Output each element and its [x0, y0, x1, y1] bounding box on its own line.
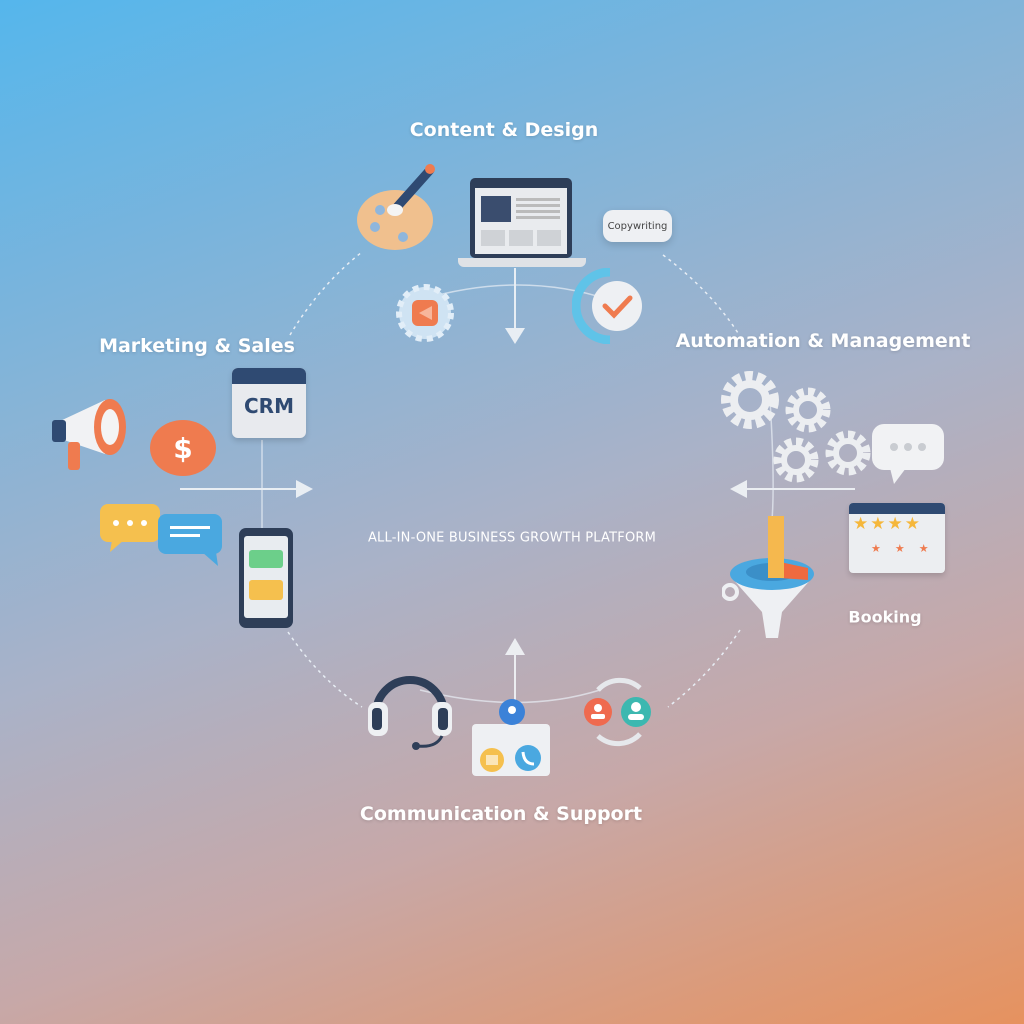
dollar-bubble-icon: $: [150, 420, 216, 476]
contact-channels-icon: [472, 699, 550, 776]
review-window-icon: ★★★★ ★★★: [849, 503, 945, 573]
sales-funnel-icon: [722, 516, 814, 638]
booking-label: Booking: [848, 607, 922, 627]
copywriting-label: Copywriting: [607, 220, 668, 232]
gear-play-icon: [396, 284, 454, 342]
section-title-automation-management: Automation & Management: [675, 330, 971, 352]
chat-bubbles-icon: [100, 504, 222, 566]
section-title-communication-support: Communication & Support: [359, 803, 643, 825]
user-sync-icon: [584, 677, 651, 747]
checkmark-progress-icon: [572, 268, 642, 344]
typing-bubble-icon: [872, 424, 944, 484]
copywriting-bubble: Copywriting: [603, 210, 672, 242]
dollar-symbol: $: [173, 431, 193, 465]
paint-palette-icon: [357, 164, 435, 250]
smartphone-icon: [239, 528, 293, 628]
crm-calendar-icon: CRM: [232, 368, 306, 438]
headset-icon: [368, 676, 452, 750]
megaphone-icon: [52, 399, 126, 470]
crm-label: CRM: [244, 394, 294, 418]
platform-title: ALL-IN-ONE BUSINESS GROWTH PLATFORM: [367, 530, 657, 546]
section-title-marketing-sales: Marketing & Sales: [99, 335, 295, 357]
gears-icon: [721, 371, 871, 483]
section-title-content-design: Content & Design: [409, 119, 599, 141]
laptop-icon: [458, 176, 586, 270]
